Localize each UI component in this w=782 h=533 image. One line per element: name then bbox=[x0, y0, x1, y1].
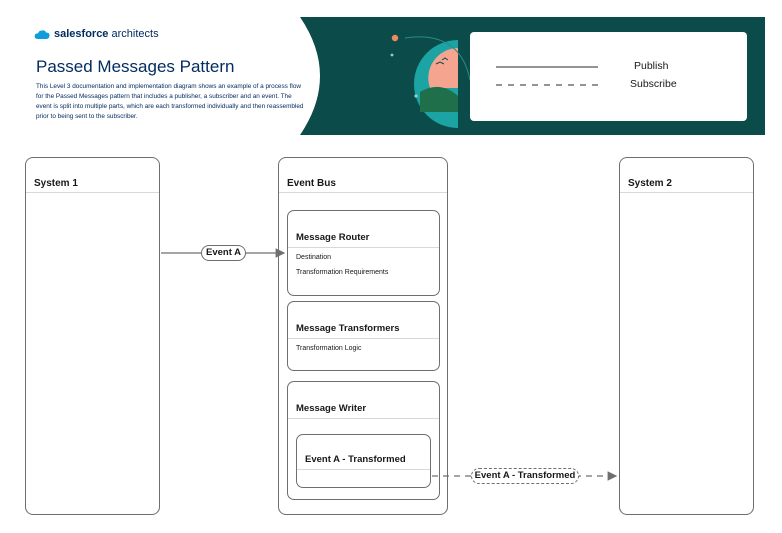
banner-illustration-star bbox=[414, 94, 418, 98]
lane-system-2: System 2 bbox=[619, 157, 754, 515]
legend: Publish Subscribe bbox=[470, 32, 747, 121]
banner-illustration-bird bbox=[435, 61, 445, 65]
brand-name: salesforce architects bbox=[54, 28, 159, 40]
banner-illustration-hills bbox=[420, 86, 458, 112]
card-title: Message Router bbox=[296, 232, 370, 243]
page-description: This Level 3 documentation and implement… bbox=[36, 83, 304, 120]
divider bbox=[288, 247, 439, 248]
card-line: Transformation Logic bbox=[296, 345, 362, 352]
divider bbox=[279, 192, 447, 193]
lane-title: Event Bus bbox=[287, 178, 336, 189]
card-title: Message Transformers bbox=[296, 323, 400, 334]
card-message-transformers: Message Transformers Transformation Logi… bbox=[287, 301, 440, 371]
card-line: Transformation Requirements bbox=[296, 269, 389, 276]
page-title: Passed Messages Pattern bbox=[36, 57, 235, 76]
lane-title: System 2 bbox=[628, 178, 672, 189]
legend-subscribe-label: Subscribe bbox=[630, 78, 677, 90]
banner-illustration-arc bbox=[404, 36, 471, 81]
divider bbox=[620, 192, 753, 193]
header-banner bbox=[18, 17, 318, 135]
legend-publish-label: Publish bbox=[634, 60, 669, 72]
lane-title: System 1 bbox=[34, 178, 78, 189]
divider bbox=[26, 192, 159, 193]
card-message-writer: Message Writer Event A - Transformed bbox=[287, 381, 440, 500]
cloud-logo-icon bbox=[34, 29, 50, 39]
event-a-transformed-label: Event A - Transformed bbox=[471, 468, 579, 484]
banner-illustration-star bbox=[390, 53, 394, 57]
salesforce-architects-logo: salesforce architects bbox=[34, 28, 159, 40]
lane-system-1: System 1 bbox=[25, 157, 160, 515]
card-message-router: Message Router Destination Transformatio… bbox=[287, 210, 440, 296]
card-event-a-transformed: Event A - Transformed bbox=[296, 434, 431, 488]
divider bbox=[288, 338, 439, 339]
card-title: Event A - Transformed bbox=[305, 454, 406, 465]
banner-illustration-bird bbox=[441, 57, 449, 61]
card-title: Message Writer bbox=[296, 403, 367, 414]
event-a-label: Event A bbox=[201, 245, 246, 261]
divider bbox=[297, 469, 430, 470]
card-line: Destination bbox=[296, 254, 332, 261]
legend-lines bbox=[496, 66, 602, 86]
banner-illustration-sunset bbox=[428, 48, 458, 88]
banner-illustration-sun-dot bbox=[391, 34, 399, 42]
divider bbox=[288, 418, 439, 419]
